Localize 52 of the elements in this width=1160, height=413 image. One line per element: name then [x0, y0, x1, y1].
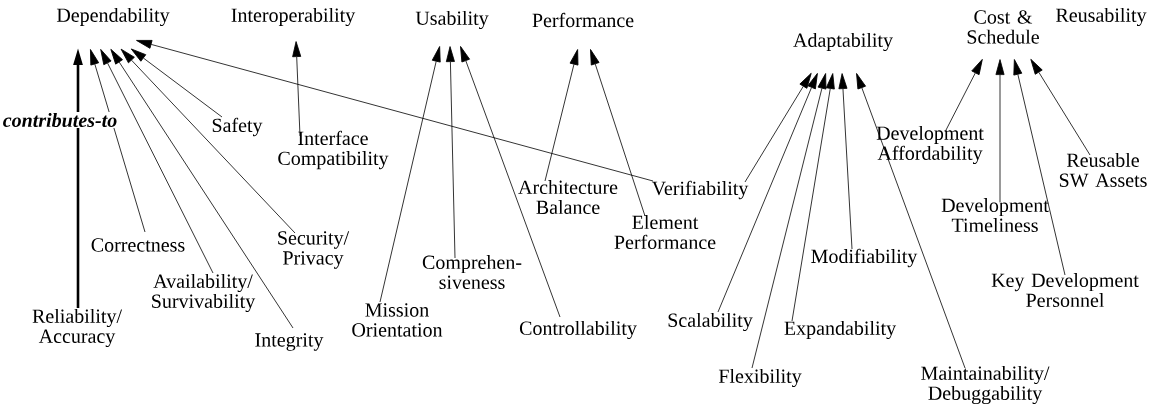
attribute-text: Reusability: [1056, 7, 1147, 27]
attribute-text: Integrity: [255, 333, 324, 351]
arrow: [130, 48, 223, 118]
attribute-text: Architecture Balance: [518, 179, 618, 215]
attribute-text: Controllability: [519, 320, 637, 340]
attribute-text: Security/ Privacy: [278, 231, 350, 269]
arrow: [717, 73, 818, 313]
arrow: [460, 46, 561, 318]
attribute-text: Safety: [212, 117, 263, 137]
arrow: [1013, 59, 1066, 276]
attribute-text: Performance: [532, 12, 634, 28]
arrow: [90, 49, 146, 233]
attribute-text: Availability/ Survivability: [152, 273, 256, 313]
attribute-text: Mission Orientation: [352, 303, 443, 337]
attribute-text: Adaptability: [793, 32, 893, 52]
attribute-text: Maintainability/ Debuggability: [921, 365, 1050, 405]
arrow: [120, 48, 296, 234]
arrow: [136, 40, 654, 182]
attribute-text: Reusable SW Assets: [1059, 152, 1147, 188]
arrow: [1030, 58, 1091, 156]
attribute-text: Dependability: [56, 7, 170, 27]
arrow: [100, 49, 214, 274]
attribute-text: Element Performance: [614, 214, 716, 250]
arrow: [379, 46, 441, 303]
attribute-text: Interoperability: [231, 7, 356, 27]
arrow: [856, 73, 966, 369]
edge-label: contributes-to: [1, 111, 119, 129]
attribute-text: Usability: [415, 10, 489, 30]
arrow: [791, 73, 835, 322]
arrow: [838, 73, 853, 250]
attribute-text: Modifiability: [811, 248, 918, 268]
attribute-text: Development Affordability: [876, 125, 984, 165]
arrow: [445, 46, 456, 259]
attribute-text: Development Timeliness: [941, 197, 1049, 233]
attribute-text: Cost & Schedule: [967, 10, 1039, 44]
attribute-text: Key Development Personnel: [991, 272, 1139, 308]
arrow: [110, 48, 294, 329]
arrow: [944, 59, 983, 133]
attribute-text: Flexibility: [718, 368, 802, 388]
arrow: [995, 59, 1005, 203]
arrow: [751, 73, 827, 369]
attribute-text: Verifiability: [651, 180, 749, 200]
arrow: [544, 49, 579, 182]
attribute-text: Reliability/ Accuracy: [32, 308, 122, 348]
attribute-text: Scalability: [668, 312, 753, 332]
attribute-text: Interface Compatibility: [278, 130, 389, 170]
arrow: [744, 72, 812, 183]
arrow: [590, 49, 646, 217]
attribute-text: Correctness: [91, 238, 185, 252]
attribute-text: Expandability: [784, 320, 897, 340]
attribute-text: Comprehen- siveness: [422, 254, 522, 290]
arrow: [292, 41, 302, 137]
